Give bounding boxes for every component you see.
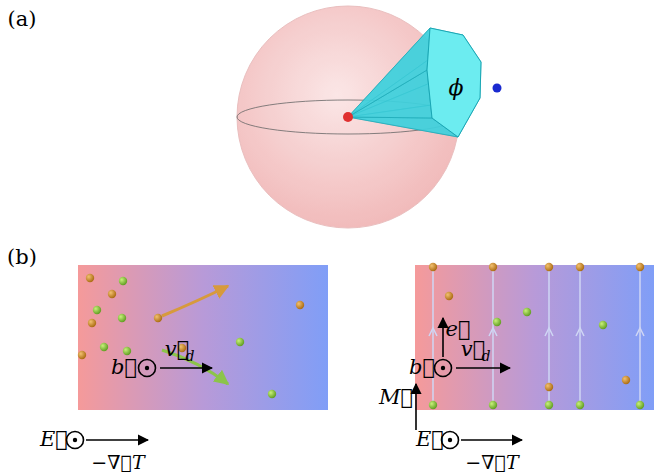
flux-chevron — [576, 328, 584, 336]
orange-particle — [86, 274, 94, 282]
green-particle — [119, 277, 127, 285]
symbol-label: (a) — [8, 8, 37, 31]
magnetization-arrow — [415, 384, 417, 430]
orange-particle — [489, 263, 497, 271]
symbol-label: b⃗ — [111, 356, 137, 379]
deflection-arrow — [162, 286, 228, 316]
drift-arrow — [456, 367, 510, 369]
symbol-label: d — [482, 349, 491, 364]
flux-chevron — [545, 328, 553, 336]
green-particle — [599, 321, 607, 329]
orange-particle — [545, 383, 553, 391]
symbol-label: (b) — [7, 246, 37, 269]
green-particle — [93, 306, 101, 314]
symbol-label: E⃗ — [40, 428, 68, 451]
flux-chevron — [489, 328, 497, 336]
orange-particle — [88, 319, 96, 327]
orange-particle — [636, 263, 644, 271]
particles — [429, 263, 644, 409]
orange-particle — [154, 314, 162, 322]
green-particle — [429, 401, 437, 409]
cone-side — [348, 28, 430, 117]
flux-strings — [429, 268, 644, 405]
out-of-plane-symbol — [73, 438, 77, 442]
electron-dot — [493, 84, 502, 93]
flux-line — [492, 268, 494, 405]
green-particle — [489, 401, 497, 409]
sphere-body — [237, 6, 459, 228]
sphere — [237, 6, 459, 228]
green-particle — [118, 314, 126, 322]
flux-line — [639, 268, 641, 405]
sample-panel — [415, 265, 654, 410]
green-particle — [523, 308, 531, 316]
green-particle — [100, 343, 108, 351]
out-of-plane-symbol — [448, 438, 452, 442]
green-particle — [636, 401, 644, 409]
orange-particle — [296, 301, 304, 309]
orange-particle — [545, 263, 553, 271]
out-of-plane-symbol — [435, 360, 452, 377]
symbol-label: −∇⃗T — [91, 452, 144, 472]
out-of-plane-symbol — [67, 432, 84, 449]
cone-face — [427, 28, 481, 137]
out-of-plane-symbol — [139, 360, 156, 377]
gradient-arrow — [86, 439, 148, 441]
green-particle — [236, 338, 244, 346]
symbol-label: −∇⃗T — [465, 452, 518, 472]
out-of-plane-symbol — [441, 366, 445, 370]
orange-particle — [108, 290, 116, 298]
out-of-plane-symbol — [442, 432, 459, 449]
green-particle — [268, 390, 276, 398]
green-particle — [545, 401, 553, 409]
out-of-plane-symbol — [145, 366, 149, 370]
solid-angle-cone — [348, 28, 481, 137]
flux-chevron — [636, 328, 644, 336]
orange-particle — [429, 263, 437, 271]
sample-panel — [78, 265, 328, 410]
symbol-label: M⃗ — [379, 386, 413, 409]
flux-chevron — [429, 328, 437, 336]
symbol-label: d — [186, 349, 195, 364]
symbol-label: b⃗ — [409, 356, 435, 379]
orange-particle — [445, 292, 453, 300]
orange-particle — [622, 376, 630, 384]
monopole-dot — [343, 112, 353, 122]
drift-arrow — [160, 367, 212, 369]
flux-line — [432, 268, 434, 405]
field-arrow — [442, 318, 444, 357]
particles — [78, 274, 304, 398]
orange-particle — [576, 263, 584, 271]
orange-particle — [78, 351, 86, 359]
symbol-label: ϕ — [449, 76, 464, 100]
symbol-label: E⃗ — [416, 428, 444, 451]
green-particle — [576, 401, 584, 409]
flux-line — [579, 268, 581, 405]
green-particle — [493, 318, 501, 326]
green-particle — [123, 347, 131, 355]
gradient-arrow — [461, 439, 522, 441]
